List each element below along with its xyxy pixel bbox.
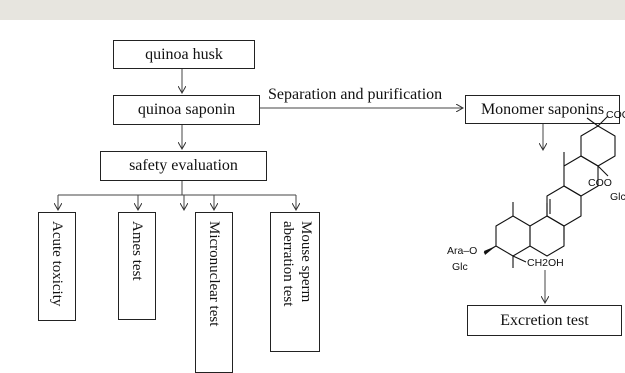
quinoa-husk-box: quinoa husk: [113, 40, 255, 69]
separation-purification-label: Separation and purification: [268, 86, 443, 103]
glc-right-label: Glc: [610, 191, 625, 203]
monomer-saponins-box: Monomer saponins: [465, 95, 620, 124]
micronuclear-test-box: Micronuclear test: [195, 212, 233, 373]
ester-top-label: COOCH3: [606, 109, 625, 121]
ames-test-box: Ames test: [118, 212, 156, 320]
monomer-saponins-label: Monomer saponins: [480, 100, 605, 118]
safety-evaluation-box: safety evaluation: [100, 151, 267, 181]
acute-toxicity-box: Acute toxicity: [38, 212, 76, 321]
quinoa-saponin-label: quinoa saponin: [137, 101, 236, 118]
ester-mid-label: COO: [588, 177, 612, 189]
glc-left-label: Glc: [452, 261, 468, 273]
quinoa-husk-label: quinoa husk: [145, 45, 223, 63]
safety-evaluation-label: safety evaluation: [129, 157, 238, 174]
excretion-test-label: Excretion test: [500, 311, 589, 329]
ch2oh-label: CH2OH: [527, 257, 564, 269]
ara-o-label: Ara–O: [447, 245, 477, 257]
quinoa-saponin-box: quinoa saponin: [113, 95, 260, 125]
top-band: [0, 0, 625, 20]
excretion-test-box: Excretion test: [467, 305, 622, 336]
mouse-sperm-box: Mouse sperm aberration test: [270, 212, 320, 352]
